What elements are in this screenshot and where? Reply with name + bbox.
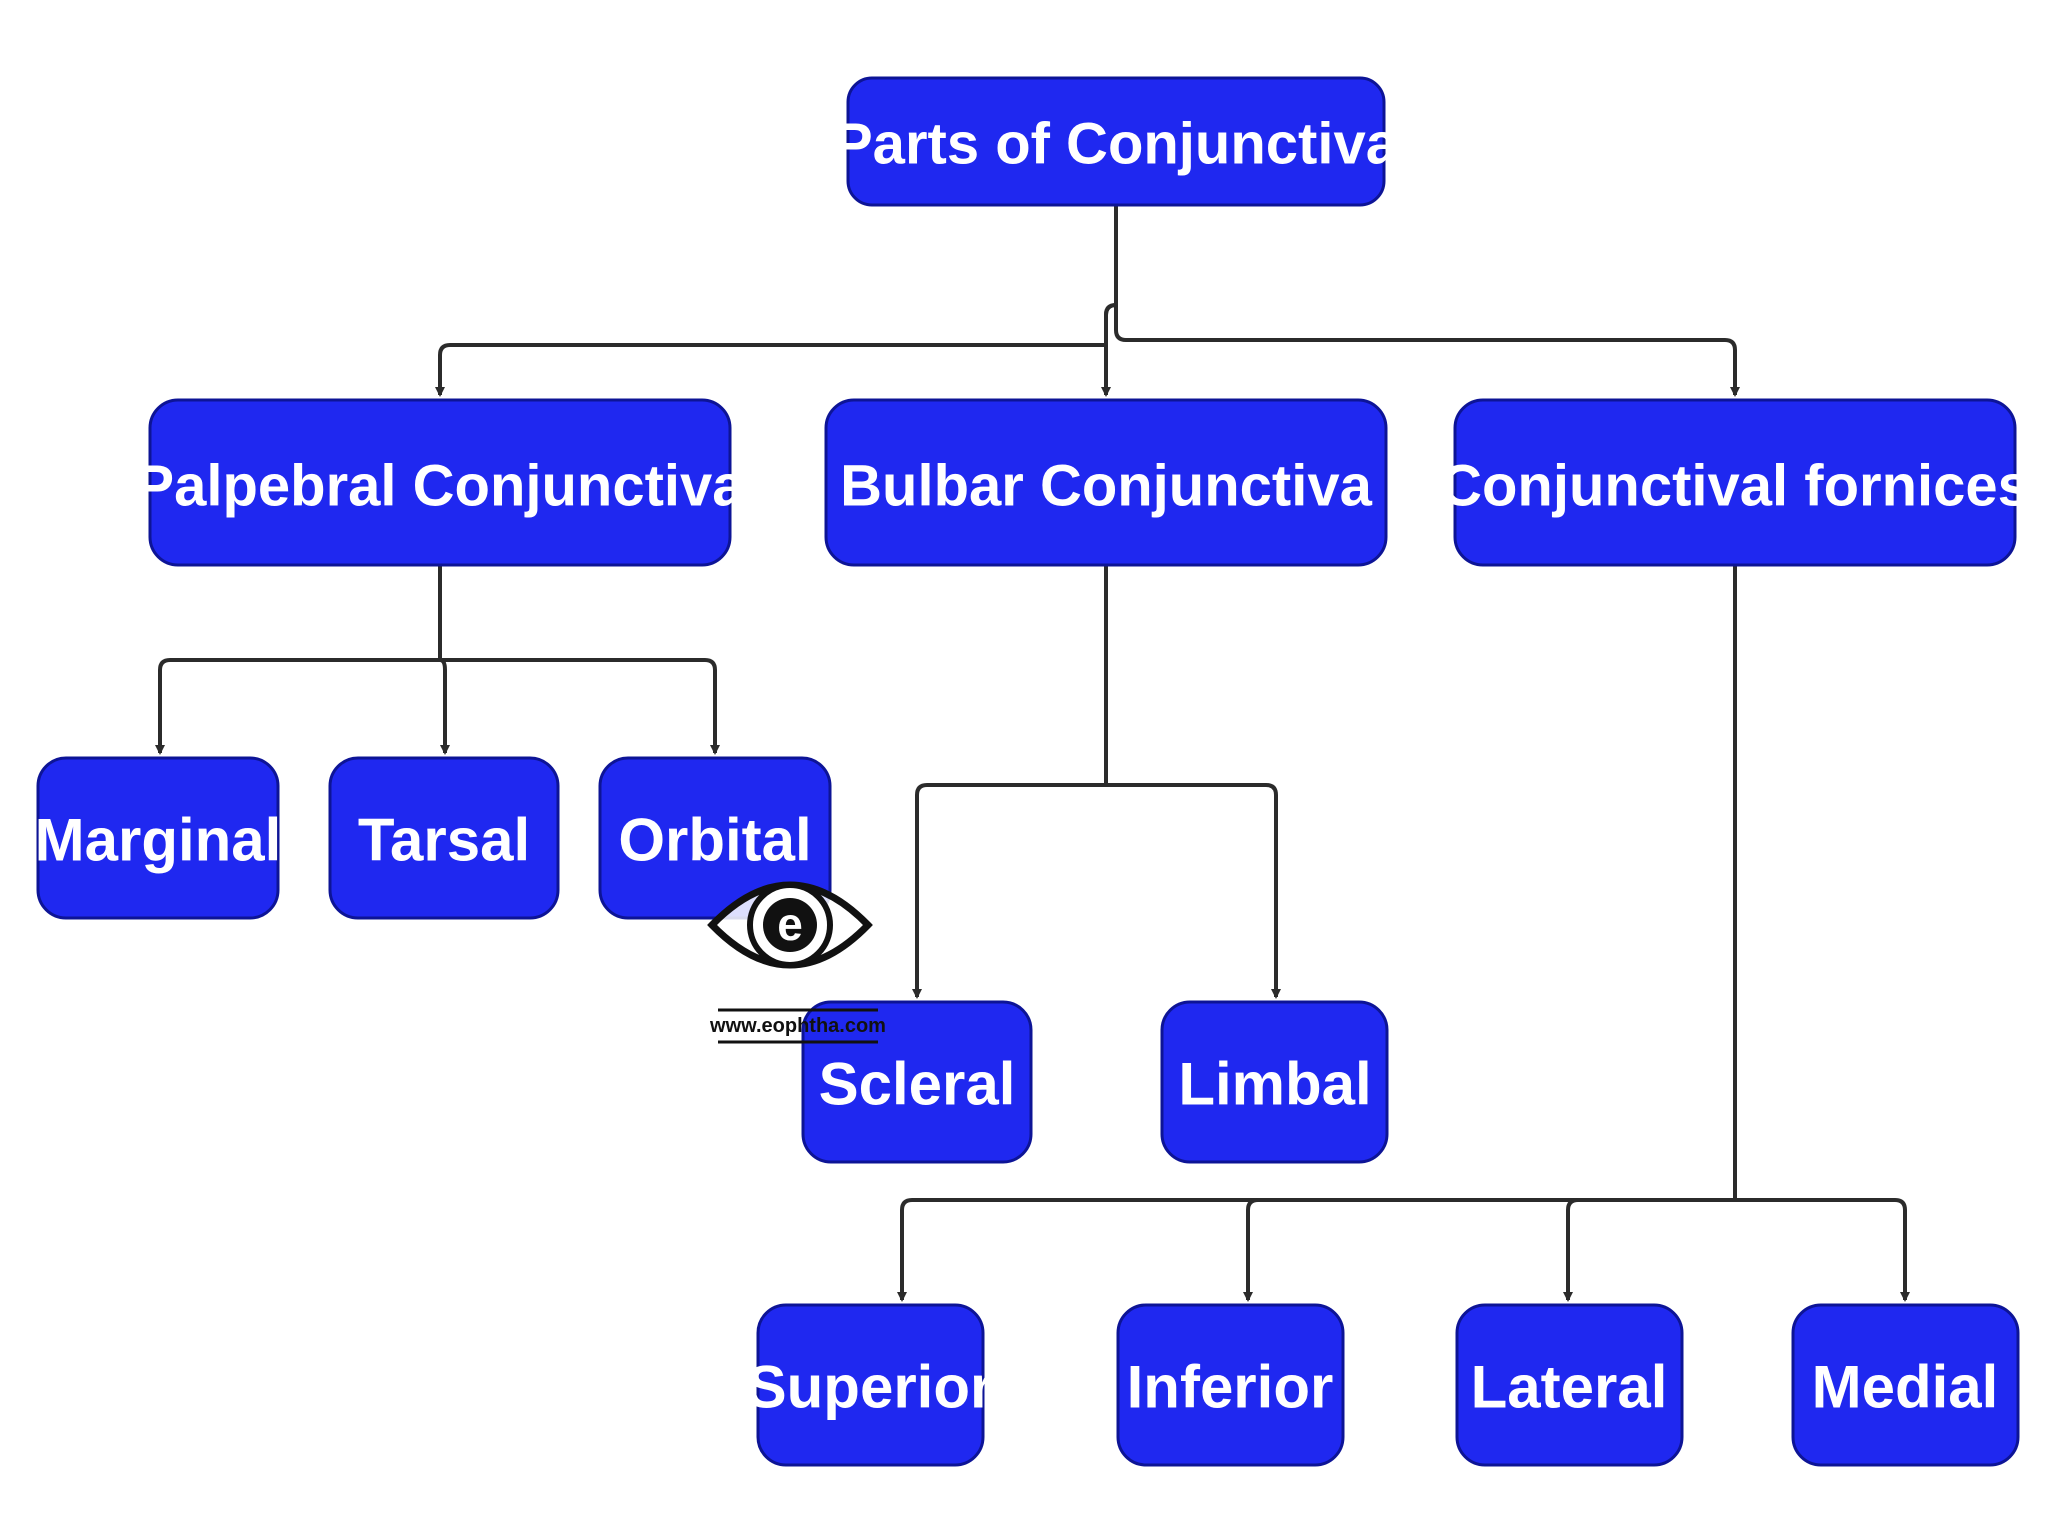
edge-bulbar-to-limbal: [1106, 783, 1281, 999]
node-marginal: Marginal: [35, 756, 282, 920]
node-fornices: Conjunctival fornices: [1440, 398, 2030, 567]
node-lateral: Lateral: [1455, 1303, 1684, 1467]
edge-fornices-to-lateral: [1563, 1198, 1735, 1302]
node-palpebral: Palpebral Conjunctiva: [135, 398, 745, 567]
node-scleral-label: Scleral: [819, 1051, 1016, 1118]
node-bulbar-label: Bulbar Conjunctiva: [840, 454, 1372, 519]
node-root-label: Parts of Conjunctiva: [834, 112, 1399, 177]
edge-palpebral-to-tarsal: [439, 658, 450, 755]
node-orbital-label: Orbital: [618, 807, 811, 874]
logo-letter: e: [777, 898, 803, 950]
edge-fornices-to-medial: [1735, 1198, 1910, 1302]
node-tarsal: Tarsal: [328, 756, 560, 920]
node-medial-label: Medial: [1812, 1354, 1999, 1421]
node-inferior-label: Inferior: [1127, 1354, 1334, 1421]
node-root: Parts of Conjunctiva: [834, 76, 1399, 207]
edge-fornices-to-inferior: [1243, 1198, 1735, 1302]
edge-fornices-to-superior: [897, 565, 1737, 1302]
node-marginal-label: Marginal: [35, 807, 282, 874]
node-superior-label: Superior: [747, 1354, 994, 1421]
node-limbal-label: Limbal: [1178, 1051, 1371, 1118]
node-medial: Medial: [1791, 1303, 2020, 1467]
edge-root-to-fornices: [1114, 305, 1740, 397]
eye-logo-icon: e www.eophtha.com: [707, 881, 886, 1044]
node-superior: Superior: [747, 1303, 994, 1467]
edge-palpebral-to-orbital: [440, 658, 720, 755]
edge-bulbar-to-scleral: [912, 565, 1108, 999]
node-bulbar: Bulbar Conjunctiva: [824, 398, 1388, 567]
node-palpebral-label: Palpebral Conjunctiva: [135, 454, 745, 519]
edge-root-to-palpebral: [435, 205, 1118, 397]
node-lateral-label: Lateral: [1471, 1354, 1668, 1421]
node-fornices-label: Conjunctival fornices: [1440, 454, 2030, 519]
edge-palpebral-to-marginal: [155, 565, 442, 755]
node-inferior: Inferior: [1116, 1303, 1345, 1467]
node-limbal: Limbal: [1160, 1000, 1389, 1164]
node-tarsal-label: Tarsal: [358, 807, 530, 874]
watermark-url: www.eophtha.com: [709, 1015, 886, 1037]
